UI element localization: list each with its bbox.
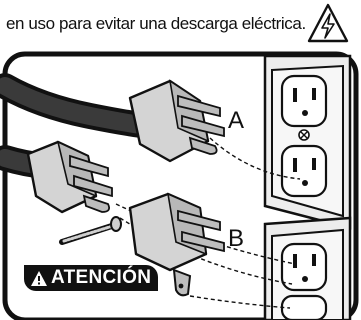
instruction-text: en uso para evitar una descarga eléctric…	[6, 14, 306, 33]
electric-shock-warning-icon	[307, 3, 349, 43]
label-a: A	[228, 107, 245, 134]
wall-outlet-upper	[263, 54, 352, 230]
plug-left	[26, 140, 113, 214]
plug-a	[128, 79, 225, 163]
plug-b-adapter	[128, 192, 225, 297]
caution-text: ATENCIÓN	[51, 267, 152, 288]
screw	[59, 216, 122, 245]
wall-outlet-lower	[263, 216, 352, 320]
warning-triangle-icon	[31, 270, 47, 286]
plug-outlet-illustration	[0, 51, 359, 320]
label-b: B	[228, 225, 245, 252]
caution-badge: ATENCIÓN	[24, 265, 159, 291]
